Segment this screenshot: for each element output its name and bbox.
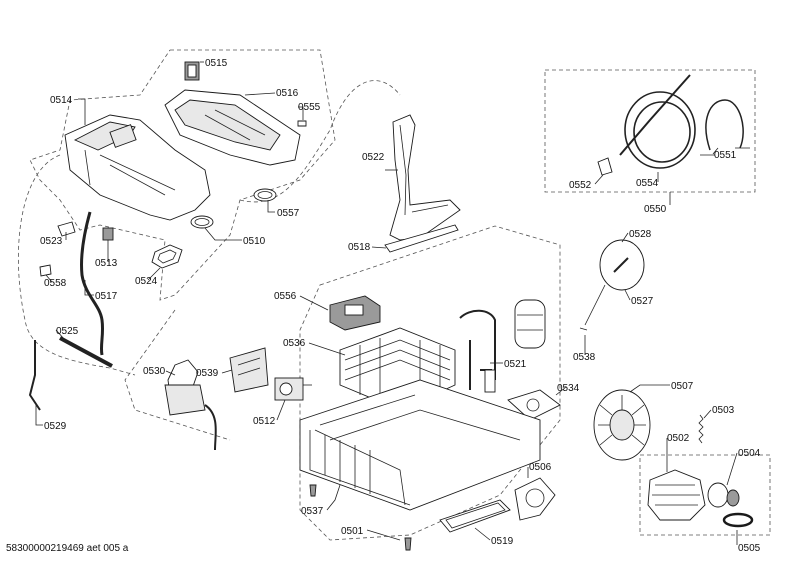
- label-0551: 0551: [714, 150, 737, 161]
- label-0503: 0503: [712, 405, 735, 416]
- label-0529: 0529: [44, 421, 67, 432]
- part-labels: 0515 0516 0555 0514 0557 0510 0522 0518 …: [40, 58, 761, 554]
- pump-bracket-part: [229, 347, 269, 393]
- label-0552: 0552: [569, 180, 592, 191]
- belt-part: [722, 512, 754, 528]
- label-0501: 0501: [341, 526, 364, 537]
- label-0513: 0513: [95, 258, 118, 269]
- label-0517: 0517: [95, 291, 118, 302]
- label-0556: 0556: [274, 291, 297, 302]
- label-0554: 0554: [636, 178, 659, 189]
- group-outline-motor: [639, 454, 771, 536]
- compressor-part: [459, 299, 546, 393]
- gasket-part: [151, 244, 183, 269]
- spring-part: [698, 414, 704, 444]
- seal-ring-part: [253, 188, 277, 202]
- bracket-part: [57, 221, 76, 237]
- label-0518: 0518: [348, 242, 371, 253]
- leader-lines: [35, 61, 738, 545]
- screw-part-a: [309, 484, 317, 497]
- group-outline-pump: [124, 309, 231, 441]
- group-outline-left-loop: [17, 154, 136, 376]
- label-0558: 0558: [44, 278, 67, 289]
- label-0504: 0504: [738, 448, 761, 459]
- label-0539: 0539: [196, 368, 219, 379]
- label-0514: 0514: [50, 95, 73, 106]
- group-outline-hose-kit: [544, 69, 756, 193]
- cable-part: [28, 340, 41, 411]
- drawing-code: 58300000219469 aet 005 a: [6, 543, 129, 554]
- label-0525: 0525: [56, 326, 79, 337]
- cap-part: [297, 120, 307, 127]
- label-0555: 0555: [298, 102, 321, 113]
- clamp-part: [39, 264, 52, 277]
- label-0505: 0505: [738, 543, 761, 554]
- label-0502: 0502: [667, 433, 690, 444]
- label-0557: 0557: [277, 208, 300, 219]
- label-0523: 0523: [40, 236, 63, 247]
- label-0521: 0521: [504, 359, 527, 370]
- label-0550: 0550: [644, 204, 667, 215]
- motor-part: [647, 469, 706, 521]
- base-plate-part: [507, 389, 561, 421]
- label-0516: 0516: [276, 88, 299, 99]
- base-tub-part: [299, 379, 541, 511]
- pulley-part: [707, 482, 740, 508]
- condensate-channel-part: [389, 114, 461, 241]
- label-0534: 0534: [557, 383, 580, 394]
- hose-part: [80, 211, 105, 356]
- label-0528: 0528: [629, 229, 652, 240]
- label-0538: 0538: [573, 352, 596, 363]
- screw-part-b: [404, 537, 412, 551]
- label-0515: 0515: [205, 58, 228, 69]
- label-0536: 0536: [283, 338, 306, 349]
- label-0506: 0506: [529, 462, 552, 473]
- clip-part: [184, 61, 200, 81]
- seal-frame-part: [439, 499, 511, 533]
- fan-housing-part: [514, 477, 556, 521]
- label-0510: 0510: [243, 236, 266, 247]
- hose-kit-part: [597, 74, 750, 176]
- temp-sensor-part: [579, 239, 645, 331]
- fan-wheel-part: [593, 389, 651, 461]
- label-0522: 0522: [362, 152, 385, 163]
- label-0519: 0519: [491, 536, 514, 547]
- label-0537: 0537: [301, 506, 324, 517]
- label-0530: 0530: [143, 366, 166, 377]
- sensor-part: [102, 227, 114, 241]
- rod-part: [59, 336, 113, 368]
- label-0512: 0512: [253, 416, 276, 427]
- group-outline-top-left: [29, 49, 336, 301]
- seal-ring-small-part: [190, 215, 214, 229]
- valve-part: [274, 377, 312, 401]
- label-0524: 0524: [135, 276, 158, 287]
- duct-cover-part: [64, 114, 211, 221]
- pump-part: [164, 359, 217, 451]
- top-cover-part: [164, 89, 301, 166]
- control-module-part: [329, 295, 381, 331]
- channel-seal-part: [384, 224, 459, 253]
- label-0527: 0527: [631, 296, 654, 307]
- label-0507: 0507: [671, 381, 694, 392]
